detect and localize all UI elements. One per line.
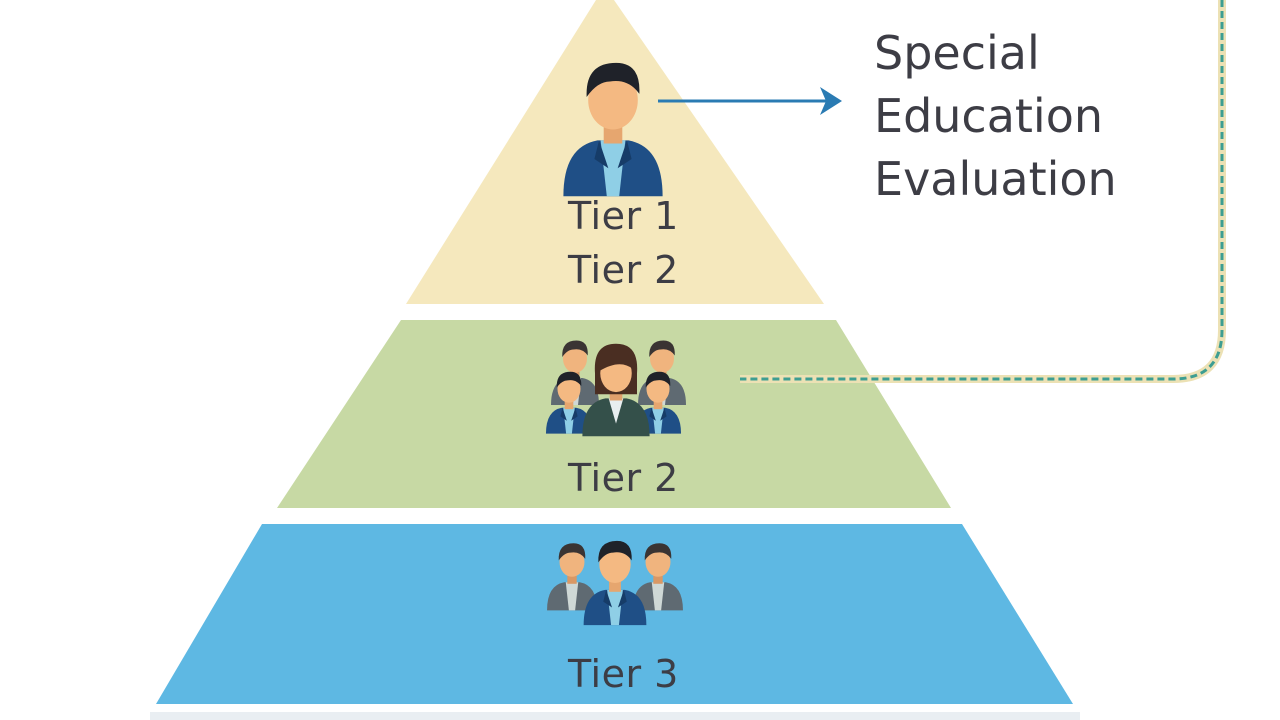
referral-arrow-head — [820, 87, 842, 115]
tier-top-label-1: Tier 1 — [568, 194, 679, 238]
small-group-icon — [545, 340, 686, 437]
outcome-line-1: Special — [874, 26, 1040, 80]
pyramid-base — [150, 712, 1080, 720]
referral-dashed-line — [740, 0, 1224, 381]
outcome-line-2: Education — [874, 89, 1104, 143]
special-education-evaluation-label: Special Education Evaluation — [874, 22, 1117, 211]
tier-top-label-2: Tier 2 — [568, 248, 679, 292]
tier-bottom-label: Tier 3 — [568, 652, 679, 696]
outcome-line-3: Evaluation — [874, 152, 1117, 206]
tier-middle-label: Tier 2 — [568, 456, 679, 500]
